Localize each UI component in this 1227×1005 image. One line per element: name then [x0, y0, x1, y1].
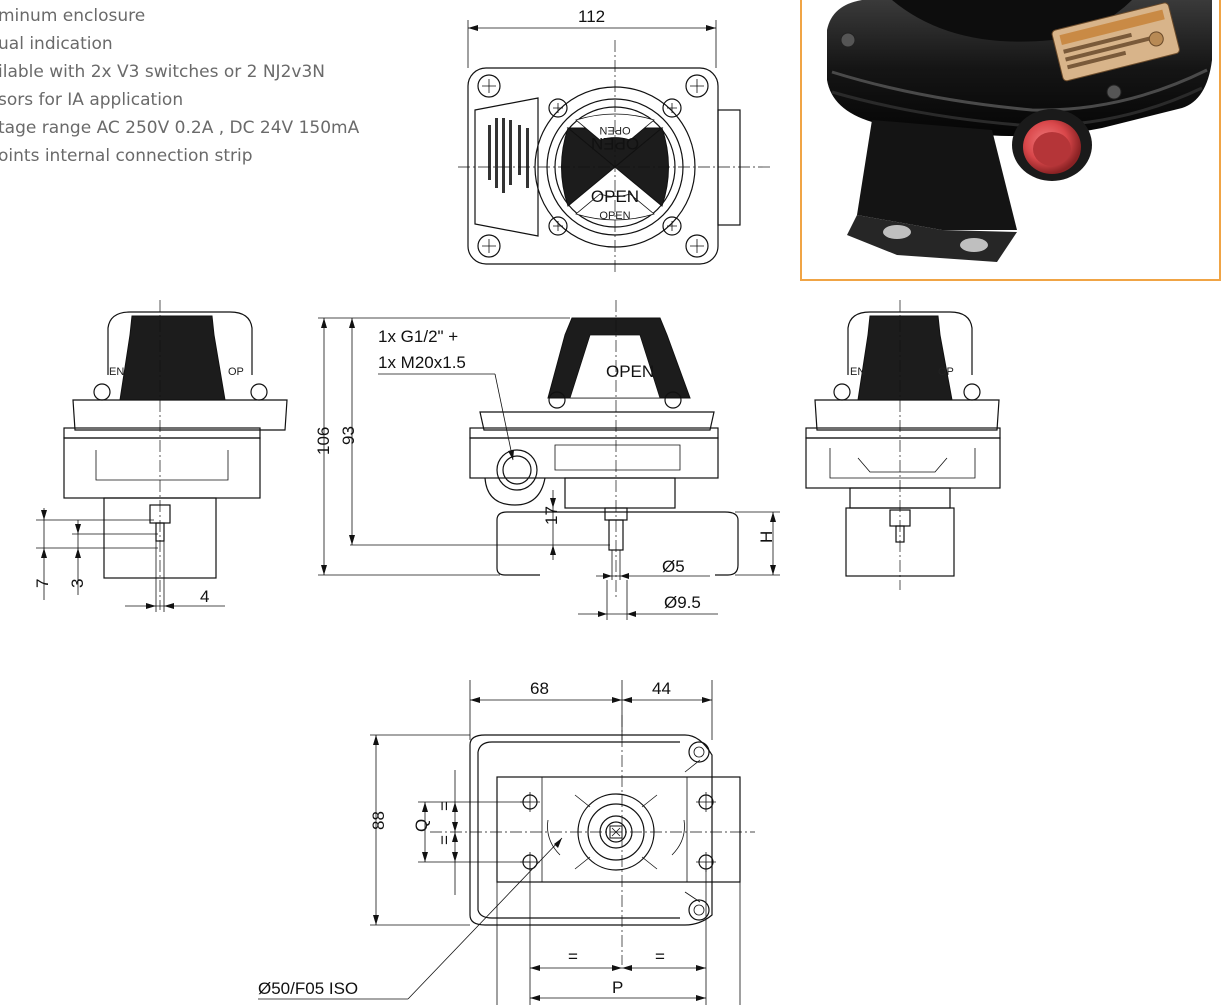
product-photo — [800, 0, 1221, 281]
conduit-callout-line2: 1x M20x1.5 — [378, 353, 466, 372]
dim-106: 106 — [314, 427, 333, 455]
dim-88: 88 — [369, 811, 388, 830]
dim-17: 17 — [542, 506, 561, 525]
side-right-op: OP — [938, 366, 954, 378]
feature-item: ilable with 2x V3 switches or 2 NJ2v3N — [0, 62, 325, 82]
side-left-op: OP — [228, 366, 244, 378]
side-view-left: EN OP 7 3 4 — [33, 300, 288, 612]
dim-d5: Ø5 — [662, 557, 685, 576]
dim-q: Q — [412, 819, 431, 832]
product-photo-image — [827, 0, 1212, 262]
eq-top: = — [568, 947, 578, 966]
top-view: 112 OPEN OPEN O — [458, 7, 770, 275]
dim-d95: Ø9.5 — [664, 593, 701, 612]
side-view-right: EN OP — [805, 300, 1001, 590]
side-right-en: EN — [850, 366, 865, 378]
front-view: OPEN 1x G1/2" + 1x M20x1.5 106 93 17 — [314, 300, 780, 620]
dim-4: 4 — [200, 587, 209, 606]
conduit-callout-line1: 1x G1/2" + — [378, 327, 458, 346]
dim-h: H — [757, 531, 776, 543]
feature-item: oints internal connection strip — [0, 146, 253, 166]
front-indicator: OPEN — [606, 362, 654, 381]
feature-item: tage range AC 250V 0.2A , DC 24V 150mA — [0, 118, 360, 138]
eq-right: = — [435, 835, 454, 845]
feature-list: minum enclosure ual indication ilable wi… — [0, 2, 359, 170]
dim-7: 7 — [33, 579, 52, 588]
dim-68: 68 — [530, 679, 549, 698]
dim-44: 44 — [652, 679, 671, 698]
dim-p: P — [612, 978, 623, 997]
dim-112-label: 112 — [578, 7, 605, 26]
feature-item: sors for IA application — [0, 90, 184, 110]
feature-item: ual indication — [0, 34, 113, 54]
bottom-view: 68 44 88 — [258, 679, 755, 1005]
side-left-en: EN — [109, 366, 124, 378]
dim-3: 3 — [68, 579, 87, 588]
iso-callout: Ø50/F05 ISO — [258, 979, 358, 998]
feature-item: minum enclosure — [0, 6, 146, 26]
eq-left: = — [435, 801, 454, 811]
dim-93: 93 — [339, 426, 358, 445]
eq-bottom: = — [655, 947, 665, 966]
